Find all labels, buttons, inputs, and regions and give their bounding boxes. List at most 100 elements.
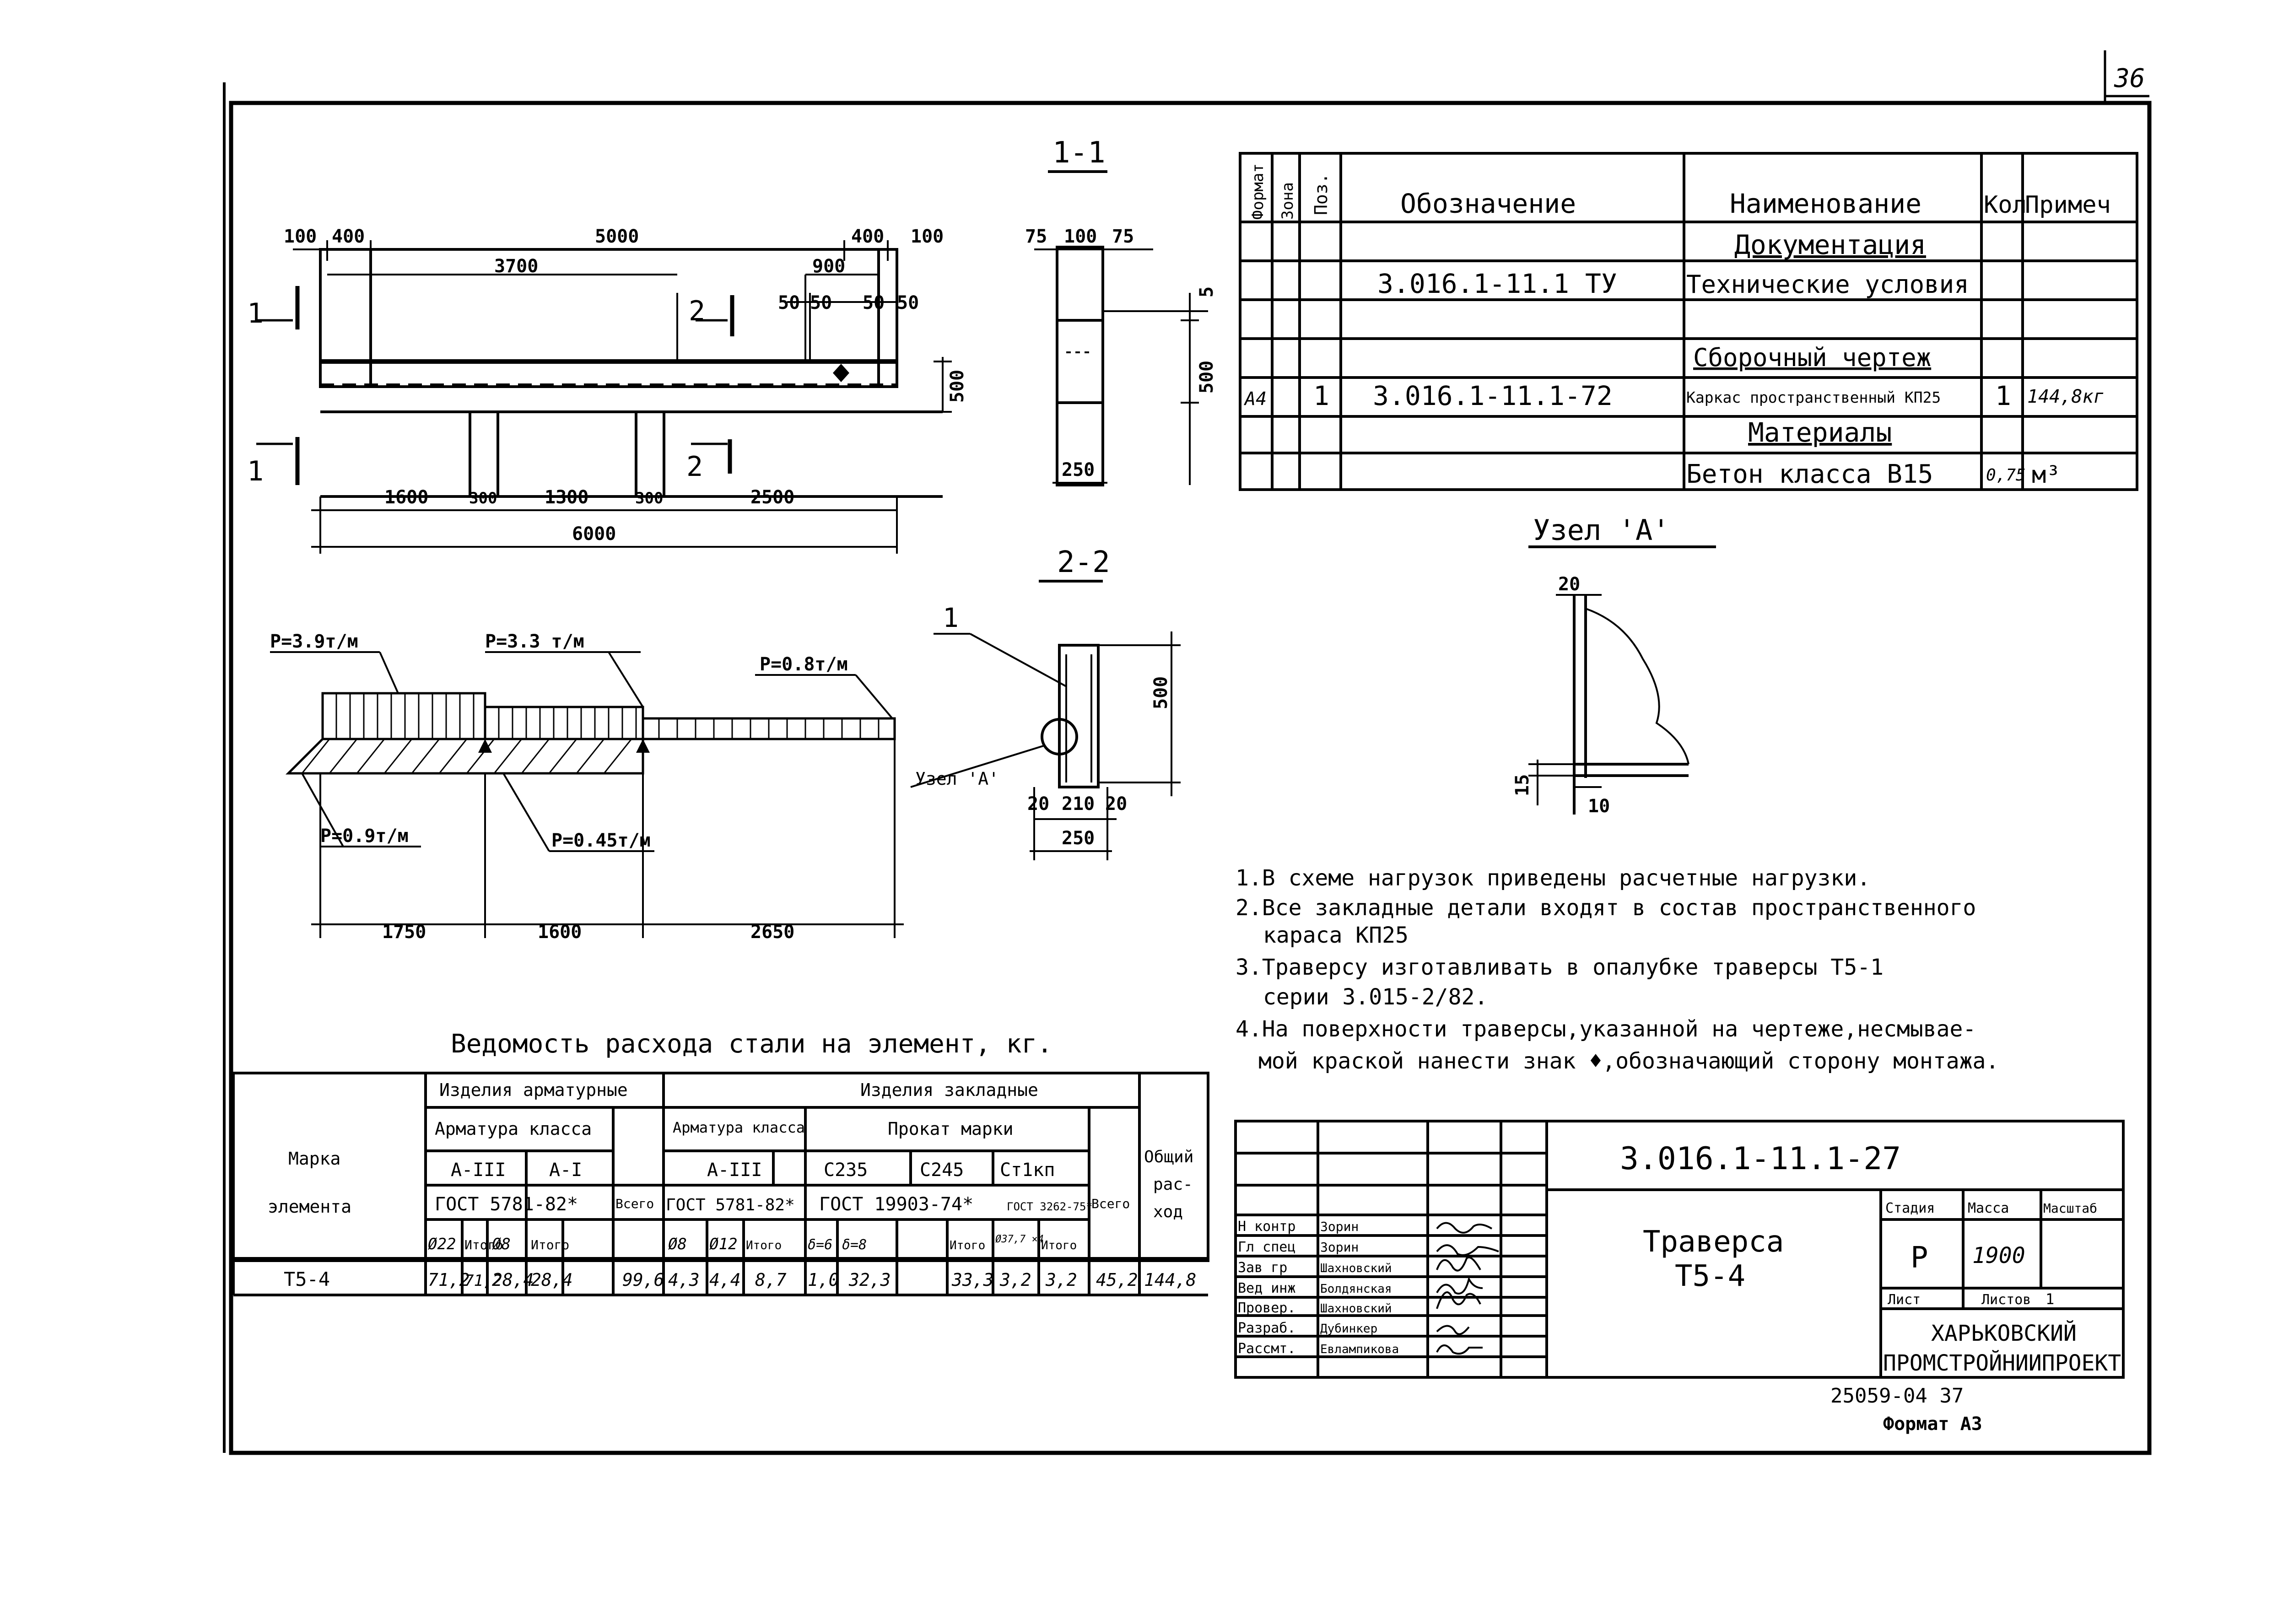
steel-gost-4: ГОСТ 3262-75*	[1007, 1200, 1093, 1213]
steel-class-a3-emb: А-III	[707, 1160, 762, 1181]
s22-dim-500: 500	[1150, 676, 1171, 709]
steel-consumption-table: Ведомость расхода стали на элемент, кг.	[232, 1029, 1209, 1296]
handwritten-signatures	[1436, 1222, 1499, 1355]
title-mass: 1900	[1972, 1243, 2025, 1268]
dim-100: 100	[284, 226, 317, 247]
steel-sub-d8: Ø8	[492, 1235, 511, 1253]
sheet-format: Формат А3	[1883, 1414, 1982, 1435]
sign-name: Зорин	[1320, 1240, 1359, 1255]
node-dim-10: 10	[1588, 796, 1610, 817]
steel-h-total-2: рас-	[1153, 1175, 1193, 1194]
sign-name: Шахновский	[1320, 1262, 1392, 1275]
note-3: 3.Траверсу изготавливать в опалубке трав…	[1236, 955, 1884, 980]
dim-1600: 1600	[384, 487, 428, 508]
s11-dim-75a: 75	[1025, 226, 1047, 247]
cut-1-top: 1	[247, 297, 264, 329]
title-sheets-label: Листов	[1981, 1292, 2031, 1308]
steel-h-total-3: ход	[1153, 1203, 1183, 1221]
load-dim-1750: 1750	[382, 922, 426, 943]
s11-dim-500: 500	[1196, 361, 1217, 394]
spec-name: Сборочный чертеж	[1693, 343, 1931, 372]
spec-row: Бетон класса В15 0,75 м³	[1686, 459, 2061, 489]
spec-name: Технические условия	[1686, 270, 1969, 299]
steel-sub-d22: Ø22	[428, 1235, 456, 1253]
spec-row: А4 1 3.016.1-11.1-72 Каркас пространстве…	[1243, 380, 2105, 411]
spec-format: А4	[1243, 388, 1267, 410]
note-4: 4.На поверхности траверсы,указанной на ч…	[1236, 1016, 1976, 1042]
dim-400: 400	[332, 226, 365, 247]
section-2-2: 2-2 1 500 Узел 'А' 20 210 20 250	[910, 545, 1181, 860]
sign-role: Н контр	[1238, 1219, 1295, 1235]
steel-val: 144,8	[1144, 1270, 1196, 1290]
steel-h-rebar-class2: Арматура класса	[673, 1119, 805, 1136]
load-diagram: Р=3.9т/м Р=3.3 т/м Р=0.8т/м Р=0.9т/м Р=0…	[270, 631, 904, 943]
steel-row-mark: Т5-4	[284, 1268, 330, 1290]
load-p2: Р=3.3 т/м	[485, 631, 584, 652]
plan-view: 100 400 5000 400 100 3700 900 50 50 50 5…	[247, 226, 968, 554]
steel-h-element: элемента	[268, 1197, 351, 1217]
steel-h-vsego-1: Всего	[615, 1196, 654, 1211]
steel-sub-itogo-2: Итого	[531, 1237, 569, 1252]
spec-designation: 3.016.1-11.1 ТУ	[1377, 268, 1617, 299]
steel-gost-2: ГОСТ 5781-82*	[666, 1196, 795, 1214]
sheet-number: 36	[2114, 64, 2145, 93]
section-1-1: 1-1 75 100 75 5 500 250	[1025, 136, 1217, 486]
steel-gost-3: ГОСТ 19903-74*	[819, 1194, 973, 1215]
spec-note: м³	[2032, 461, 2061, 489]
steel-sub-d12: Ø12	[709, 1235, 737, 1253]
steel-h-rebar-items: Изделия арматурные	[439, 1080, 628, 1100]
spec-name: Материалы	[1748, 417, 1892, 448]
load-dim-2650: 2650	[750, 922, 794, 943]
steel-val: 71,2	[464, 1272, 502, 1290]
title-mass-label: Масса	[1968, 1200, 2009, 1216]
steel-sub-itogo-5: Итого	[1041, 1239, 1077, 1252]
steel-sub-itogo-4: Итого	[950, 1239, 985, 1252]
general-notes: 1.В схеме нагрузок приведены расчетные н…	[1236, 865, 1999, 1074]
title-org-2: ПРОМСТРОЙНИИПРОЕКТ	[1883, 1350, 2121, 1376]
dim-100-r: 100	[911, 226, 944, 247]
steel-h-vsego-2: Всего	[1091, 1196, 1130, 1211]
sign-role: Рассмт.	[1238, 1341, 1295, 1357]
spec-note: 144,8кг	[2027, 386, 2105, 407]
title-scale-label: Масштаб	[2043, 1201, 2097, 1216]
s11-dim-5: 5	[1196, 286, 1217, 297]
sign-name: Евлампиковa	[1320, 1343, 1399, 1356]
dim-50-d: 50	[897, 292, 919, 313]
spec-row: Документация	[1734, 229, 1926, 260]
steel-table-title: Ведомость расхода стали на элемент, кг.	[451, 1029, 1052, 1059]
dim-50-c: 50	[863, 292, 885, 313]
steel-val: 1,0	[808, 1270, 839, 1290]
section-2-2-title: 2-2	[1057, 545, 1110, 579]
steel-class-c245: С245	[920, 1160, 964, 1181]
spec-name: Каркас пространственный КП25	[1686, 388, 1941, 406]
spec-col-note: Примеч	[2025, 191, 2111, 219]
node-dim-15: 15	[1512, 774, 1533, 796]
title-code: 3.016.1-11.1-27	[1620, 1141, 1901, 1177]
spec-col-name: Наименование	[1730, 188, 1921, 219]
note-3-cont: серии 3.015-2/82.	[1263, 984, 1488, 1010]
sign-role: Гл спец	[1238, 1239, 1295, 1255]
spec-col-qty: Кол	[1984, 191, 2027, 219]
steel-h-total-1: Общий	[1144, 1148, 1193, 1166]
footer: 25059-04 37 Формат А3	[1830, 1384, 1982, 1435]
steel-h-rolled: Прокат марки	[888, 1119, 1014, 1139]
node-a-title: Узел 'А'	[1533, 513, 1670, 547]
spec-row: Сборочный чертеж	[1693, 343, 1931, 372]
steel-val: 45,2	[1096, 1270, 1138, 1290]
steel-sub-d8b: δ=8	[842, 1237, 867, 1253]
sign-name: Шахновский	[1320, 1302, 1392, 1316]
load-dim-1600: 1600	[538, 922, 582, 943]
steel-class-st1kp: Ст1кп	[1000, 1160, 1055, 1181]
sign-name: Болдянская	[1320, 1282, 1392, 1296]
dim-50-b: 50	[810, 292, 832, 313]
cut-2-top: 2	[689, 295, 705, 327]
steel-val: 28,4	[531, 1270, 573, 1290]
cut-1-bottom: 1	[247, 455, 264, 487]
specification-table: Формат Зона Поз. Обозначение Наименовани…	[1239, 152, 2138, 491]
steel-val: 8,7	[755, 1270, 787, 1290]
s11-dim-250: 250	[1062, 459, 1095, 480]
steel-sub-d6: δ=6	[808, 1237, 832, 1253]
spec-qty: 0,75	[1986, 466, 2026, 485]
s22-pos-1: 1	[943, 602, 959, 633]
